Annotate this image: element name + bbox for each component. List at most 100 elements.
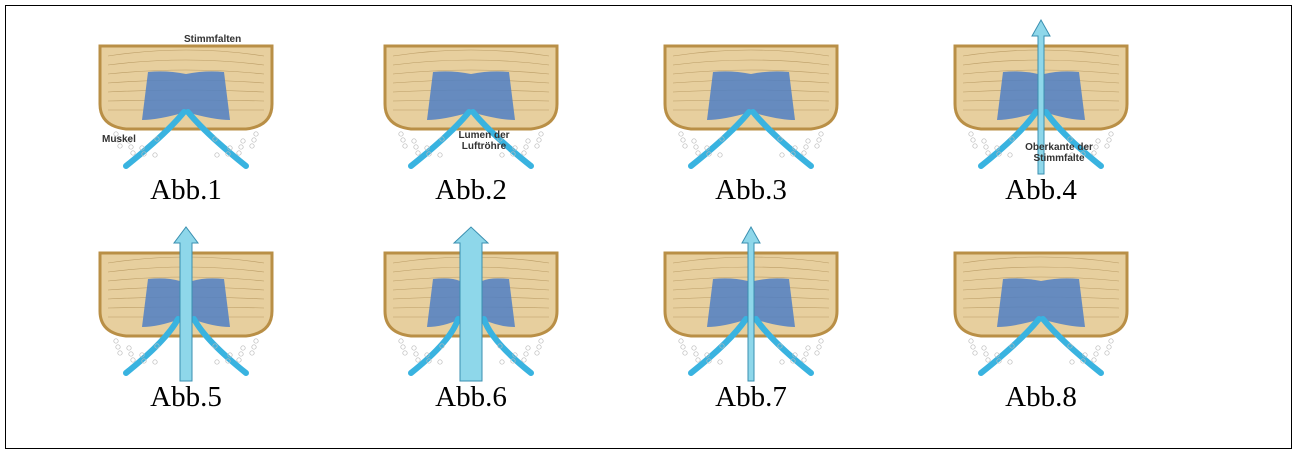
tissue-speckle — [401, 138, 405, 142]
tissue-speckle — [718, 153, 722, 157]
tissue-speckle — [681, 345, 685, 349]
tissue-speckle — [817, 138, 821, 142]
panel-7: Abb.7 — [651, 241, 851, 416]
label-oberkante: Oberkante der Stimmfalte — [1023, 142, 1095, 164]
tissue-speckle — [679, 132, 683, 136]
tissue-speckle — [539, 339, 543, 343]
tissue-speckle — [250, 351, 254, 355]
label-stimmfalten: Stimmfalten — [184, 34, 241, 45]
tissue-speckle — [971, 138, 975, 142]
label-muskel: Muskel — [102, 134, 136, 145]
tissue-speckle — [696, 358, 700, 362]
tissue-speckle — [986, 358, 990, 362]
tissue-speckle — [1105, 144, 1109, 148]
tissue-speckle — [535, 144, 539, 148]
tissue-speckle — [524, 352, 528, 356]
caption-abb-8: Abb.8 — [941, 381, 1141, 413]
caption-abb-2: Abb.2 — [371, 174, 571, 206]
tissue-speckle — [1109, 339, 1113, 343]
left-vocal-fold — [707, 71, 751, 120]
tissue-speckle — [250, 144, 254, 148]
tissue-speckle — [215, 360, 219, 364]
tissue-speckle — [153, 360, 157, 364]
panel-3: Abb.3 — [651, 34, 851, 209]
tissue-speckle — [780, 360, 784, 364]
panel-8: Abb.8 — [941, 241, 1141, 416]
larynx-illustration-5 — [86, 241, 286, 381]
left-vocal-fold — [997, 278, 1041, 327]
tissue-speckle — [537, 138, 541, 142]
tissue-speckle — [412, 346, 416, 350]
tissue-speckle — [254, 339, 258, 343]
tissue-speckle — [982, 346, 986, 350]
tissue-speckle — [241, 346, 245, 350]
tissue-speckle — [116, 345, 120, 349]
tissue-speckle — [780, 153, 784, 157]
tissue-speckle — [414, 352, 418, 356]
tissue-speckle — [1008, 153, 1012, 157]
tissue-speckle — [522, 358, 526, 362]
tissue-speckle — [416, 358, 420, 362]
tissue-speckle — [239, 352, 243, 356]
tissue-speckle — [969, 339, 973, 343]
tissue-speckle — [806, 346, 810, 350]
tissue-speckle — [969, 132, 973, 136]
tissue-speckle — [1109, 132, 1113, 136]
tissue-speckle — [1096, 346, 1100, 350]
larynx-illustration-7 — [651, 241, 851, 381]
tissue-speckle — [683, 351, 687, 355]
tissue-speckle — [692, 346, 696, 350]
tissue-speckle — [438, 153, 442, 157]
tissue-speckle — [416, 151, 420, 155]
right-vocal-fold — [751, 71, 795, 120]
tissue-speckle — [129, 352, 133, 356]
panel-2: Lumen der Luftröhre Abb.2 — [371, 34, 571, 209]
right-vocal-fold — [186, 71, 230, 120]
tissue-speckle — [683, 144, 687, 148]
tissue-speckle — [819, 132, 823, 136]
panel-1: Stimmfalten Muskel Abb.1 — [86, 34, 286, 209]
tissue-speckle — [1008, 360, 1012, 364]
tissue-speckle — [500, 360, 504, 364]
tissue-speckle — [537, 345, 541, 349]
tissue-speckle — [399, 339, 403, 343]
tissue-speckle — [681, 138, 685, 142]
tissue-speckle — [539, 132, 543, 136]
tissue-speckle — [403, 351, 407, 355]
tissue-speckle — [535, 351, 539, 355]
tissue-speckle — [526, 346, 530, 350]
tissue-speckle — [239, 145, 243, 149]
tissue-speckle — [692, 139, 696, 143]
caption-abb-4: Abb.4 — [941, 174, 1141, 206]
tissue-speckle — [804, 145, 808, 149]
tissue-speckle — [131, 151, 135, 155]
tissue-speckle — [982, 139, 986, 143]
tissue-speckle — [252, 138, 256, 142]
tissue-speckle — [1096, 139, 1100, 143]
caption-abb-7: Abb.7 — [651, 381, 851, 413]
panel-5: Abb.5 — [86, 241, 286, 416]
tissue-speckle — [522, 151, 526, 155]
larynx-illustration-8 — [941, 241, 1141, 381]
larynx-illustration-3 — [651, 34, 851, 174]
tissue-speckle — [153, 153, 157, 157]
caption-abb-5: Abb.5 — [86, 381, 286, 413]
tissue-speckle — [399, 132, 403, 136]
tissue-speckle — [815, 144, 819, 148]
tissue-speckle — [1092, 358, 1096, 362]
larynx-illustration-6 — [371, 241, 571, 381]
tissue-speckle — [237, 151, 241, 155]
tissue-speckle — [802, 358, 806, 362]
tissue-speckle — [1094, 352, 1098, 356]
tissue-speckle — [986, 151, 990, 155]
caption-abb-1: Abb.1 — [86, 174, 286, 206]
tissue-speckle — [237, 358, 241, 362]
tissue-speckle — [524, 145, 528, 149]
tissue-speckle — [718, 360, 722, 364]
tissue-speckle — [984, 145, 988, 149]
tissue-speckle — [526, 139, 530, 143]
figure-frame: Stimmfalten Muskel Abb.1 Lumen der Luftr… — [5, 5, 1292, 449]
right-vocal-fold — [1041, 278, 1085, 327]
label-lumen: Lumen der Luftröhre — [453, 130, 515, 152]
tissue-speckle — [438, 360, 442, 364]
